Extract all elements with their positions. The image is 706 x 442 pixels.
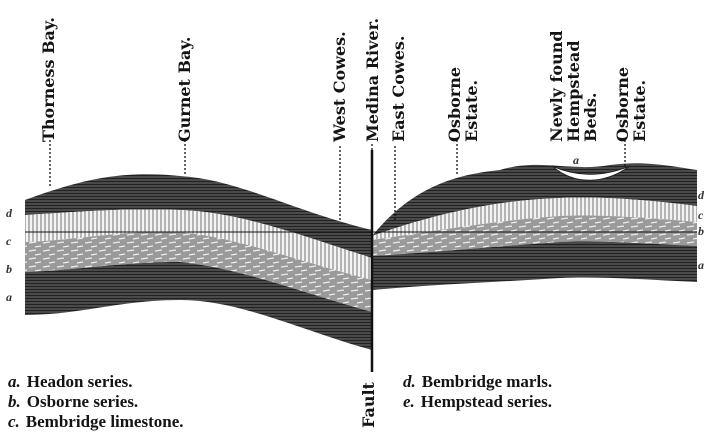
- legend-item-a: a. Headon series.: [8, 372, 184, 392]
- edge-left-c: c: [6, 234, 11, 249]
- legend-key-b: b.: [8, 392, 21, 411]
- legend-text-b: Osborne series.: [27, 392, 138, 411]
- label-hempstead-line3: Beds.: [581, 93, 600, 142]
- legend-right: d. Bembridge marls. e. Hempstead series.: [403, 372, 552, 412]
- legend-item-b: b. Osborne series.: [8, 392, 184, 412]
- edge-right-c: c: [698, 208, 703, 223]
- label-osborne-estate-1-line2: Estate.: [462, 80, 481, 142]
- edge-right-d: d: [698, 188, 704, 203]
- edge-left-a: a: [6, 290, 12, 305]
- edge-inset-a: a: [573, 153, 579, 168]
- legend-left: a. Headon series. b. Osborne series. c. Bem…: [8, 372, 184, 432]
- legend-key-e: e.: [403, 392, 415, 411]
- legend-text-e: Hempstead series.: [421, 392, 552, 411]
- label-gurnet-bay: Gurnet Bay.: [176, 37, 193, 142]
- label-medina-river: Medina River.: [364, 18, 381, 142]
- right-block: [372, 163, 697, 290]
- legend-text-a: Headon series.: [27, 372, 133, 391]
- edge-right-a: a: [698, 258, 704, 273]
- label-thorness-bay: Thorness Bay.: [40, 17, 57, 142]
- edge-right-b: b: [698, 224, 704, 239]
- legend-text-c: Bembridge limestone.: [26, 412, 184, 431]
- legend-item-d: d. Bembridge marls.: [403, 372, 552, 392]
- legend-key-a: a.: [8, 372, 21, 391]
- label-newly-found-hempstead: Newly found Hempstead Beds.: [548, 30, 599, 142]
- left-block: [25, 174, 372, 350]
- label-osborne-estate-2-line2: Estate.: [630, 80, 649, 142]
- edge-left-b: b: [6, 262, 12, 277]
- legend-key-c: c.: [8, 412, 20, 431]
- label-fault: Fault: [360, 382, 377, 428]
- edge-left-d: d: [6, 206, 12, 221]
- label-osborne-estate-1: Osborne Estate.: [446, 67, 480, 142]
- legend-key-d: d.: [403, 372, 416, 391]
- label-osborne-estate-2: Osborne Estate.: [614, 67, 648, 142]
- label-east-cowes: East Cowes.: [390, 36, 407, 142]
- label-west-cowes: West Cowes.: [331, 31, 348, 142]
- legend-item-e: e. Hempstead series.: [403, 392, 552, 412]
- legend-text-d: Bembridge marls.: [422, 372, 552, 391]
- legend-item-c: c. Bembridge limestone.: [8, 412, 184, 432]
